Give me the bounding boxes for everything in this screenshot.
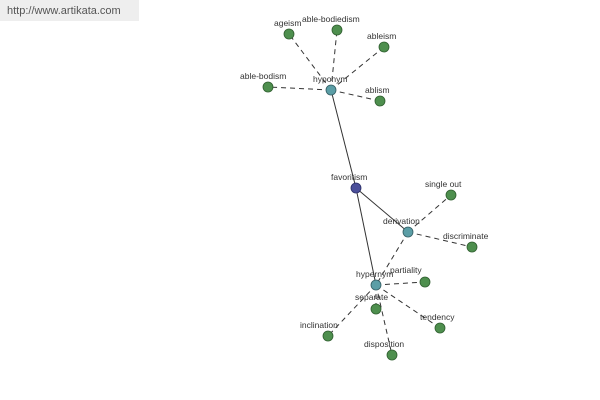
label-discriminate: discriminate <box>443 231 489 241</box>
label-hypernym: hypernym <box>356 269 393 279</box>
node-favoritism[interactable] <box>350 182 362 194</box>
label-separate: separate <box>355 292 388 302</box>
edge-hypernym-inclination <box>327 284 377 337</box>
edge-root-derivation <box>355 187 409 233</box>
edge-derivation-single-out <box>407 194 452 233</box>
node-hypernym[interactable] <box>370 279 382 291</box>
label-derivation: derivation <box>383 216 420 226</box>
node-separate[interactable] <box>370 303 382 315</box>
label-ageism: ageism <box>274 18 301 28</box>
node-able-bodism[interactable] <box>262 81 274 93</box>
edge-hypernym-disposition <box>375 284 393 356</box>
label-ablism: ablism <box>365 85 390 95</box>
label-tendency: tendency <box>420 312 455 322</box>
node-ableism[interactable] <box>378 41 390 53</box>
edge-derivation-discriminate <box>407 231 473 248</box>
edge-hyponym-ageism <box>288 33 332 91</box>
source-url[interactable]: http://www.artikata.com <box>0 0 139 21</box>
edge-derivation-hypernym <box>375 231 409 286</box>
edge-hyponym-able-bodiedism <box>330 29 338 91</box>
edge-root-hyponym <box>330 89 357 189</box>
label-disposition: disposition <box>364 339 404 349</box>
label-single-out: single out <box>425 179 462 189</box>
label-inclination: inclination <box>300 320 338 330</box>
label-ableism: ableism <box>367 31 396 41</box>
edge-hypernym-tendency <box>375 284 441 329</box>
edge-hyponym-ableism <box>330 46 385 91</box>
label-able-bodiedism: able-bodiedism <box>302 14 360 24</box>
edge-hypernym-partiality <box>375 281 426 286</box>
node-derivation[interactable] <box>402 226 414 238</box>
node-hyponym[interactable] <box>325 84 337 96</box>
node-ageism[interactable] <box>283 28 295 40</box>
label-able-bodism: able-bodism <box>240 71 286 81</box>
node-ablism[interactable] <box>374 95 386 107</box>
label-favoritism: favoritism <box>331 172 367 182</box>
node-discriminate[interactable] <box>466 241 478 253</box>
node-single-out[interactable] <box>445 189 457 201</box>
node-disposition[interactable] <box>386 349 398 361</box>
node-inclination[interactable] <box>322 330 334 342</box>
edge-root-hypernym <box>355 187 377 286</box>
label-hyponym: hyponym <box>313 74 348 84</box>
node-partiality[interactable] <box>419 276 431 288</box>
node-tendency[interactable] <box>434 322 446 334</box>
node-able-bodiedism[interactable] <box>331 24 343 36</box>
label-partiality: partiality <box>390 265 422 275</box>
edge-hyponym-able-bodism <box>267 86 332 91</box>
